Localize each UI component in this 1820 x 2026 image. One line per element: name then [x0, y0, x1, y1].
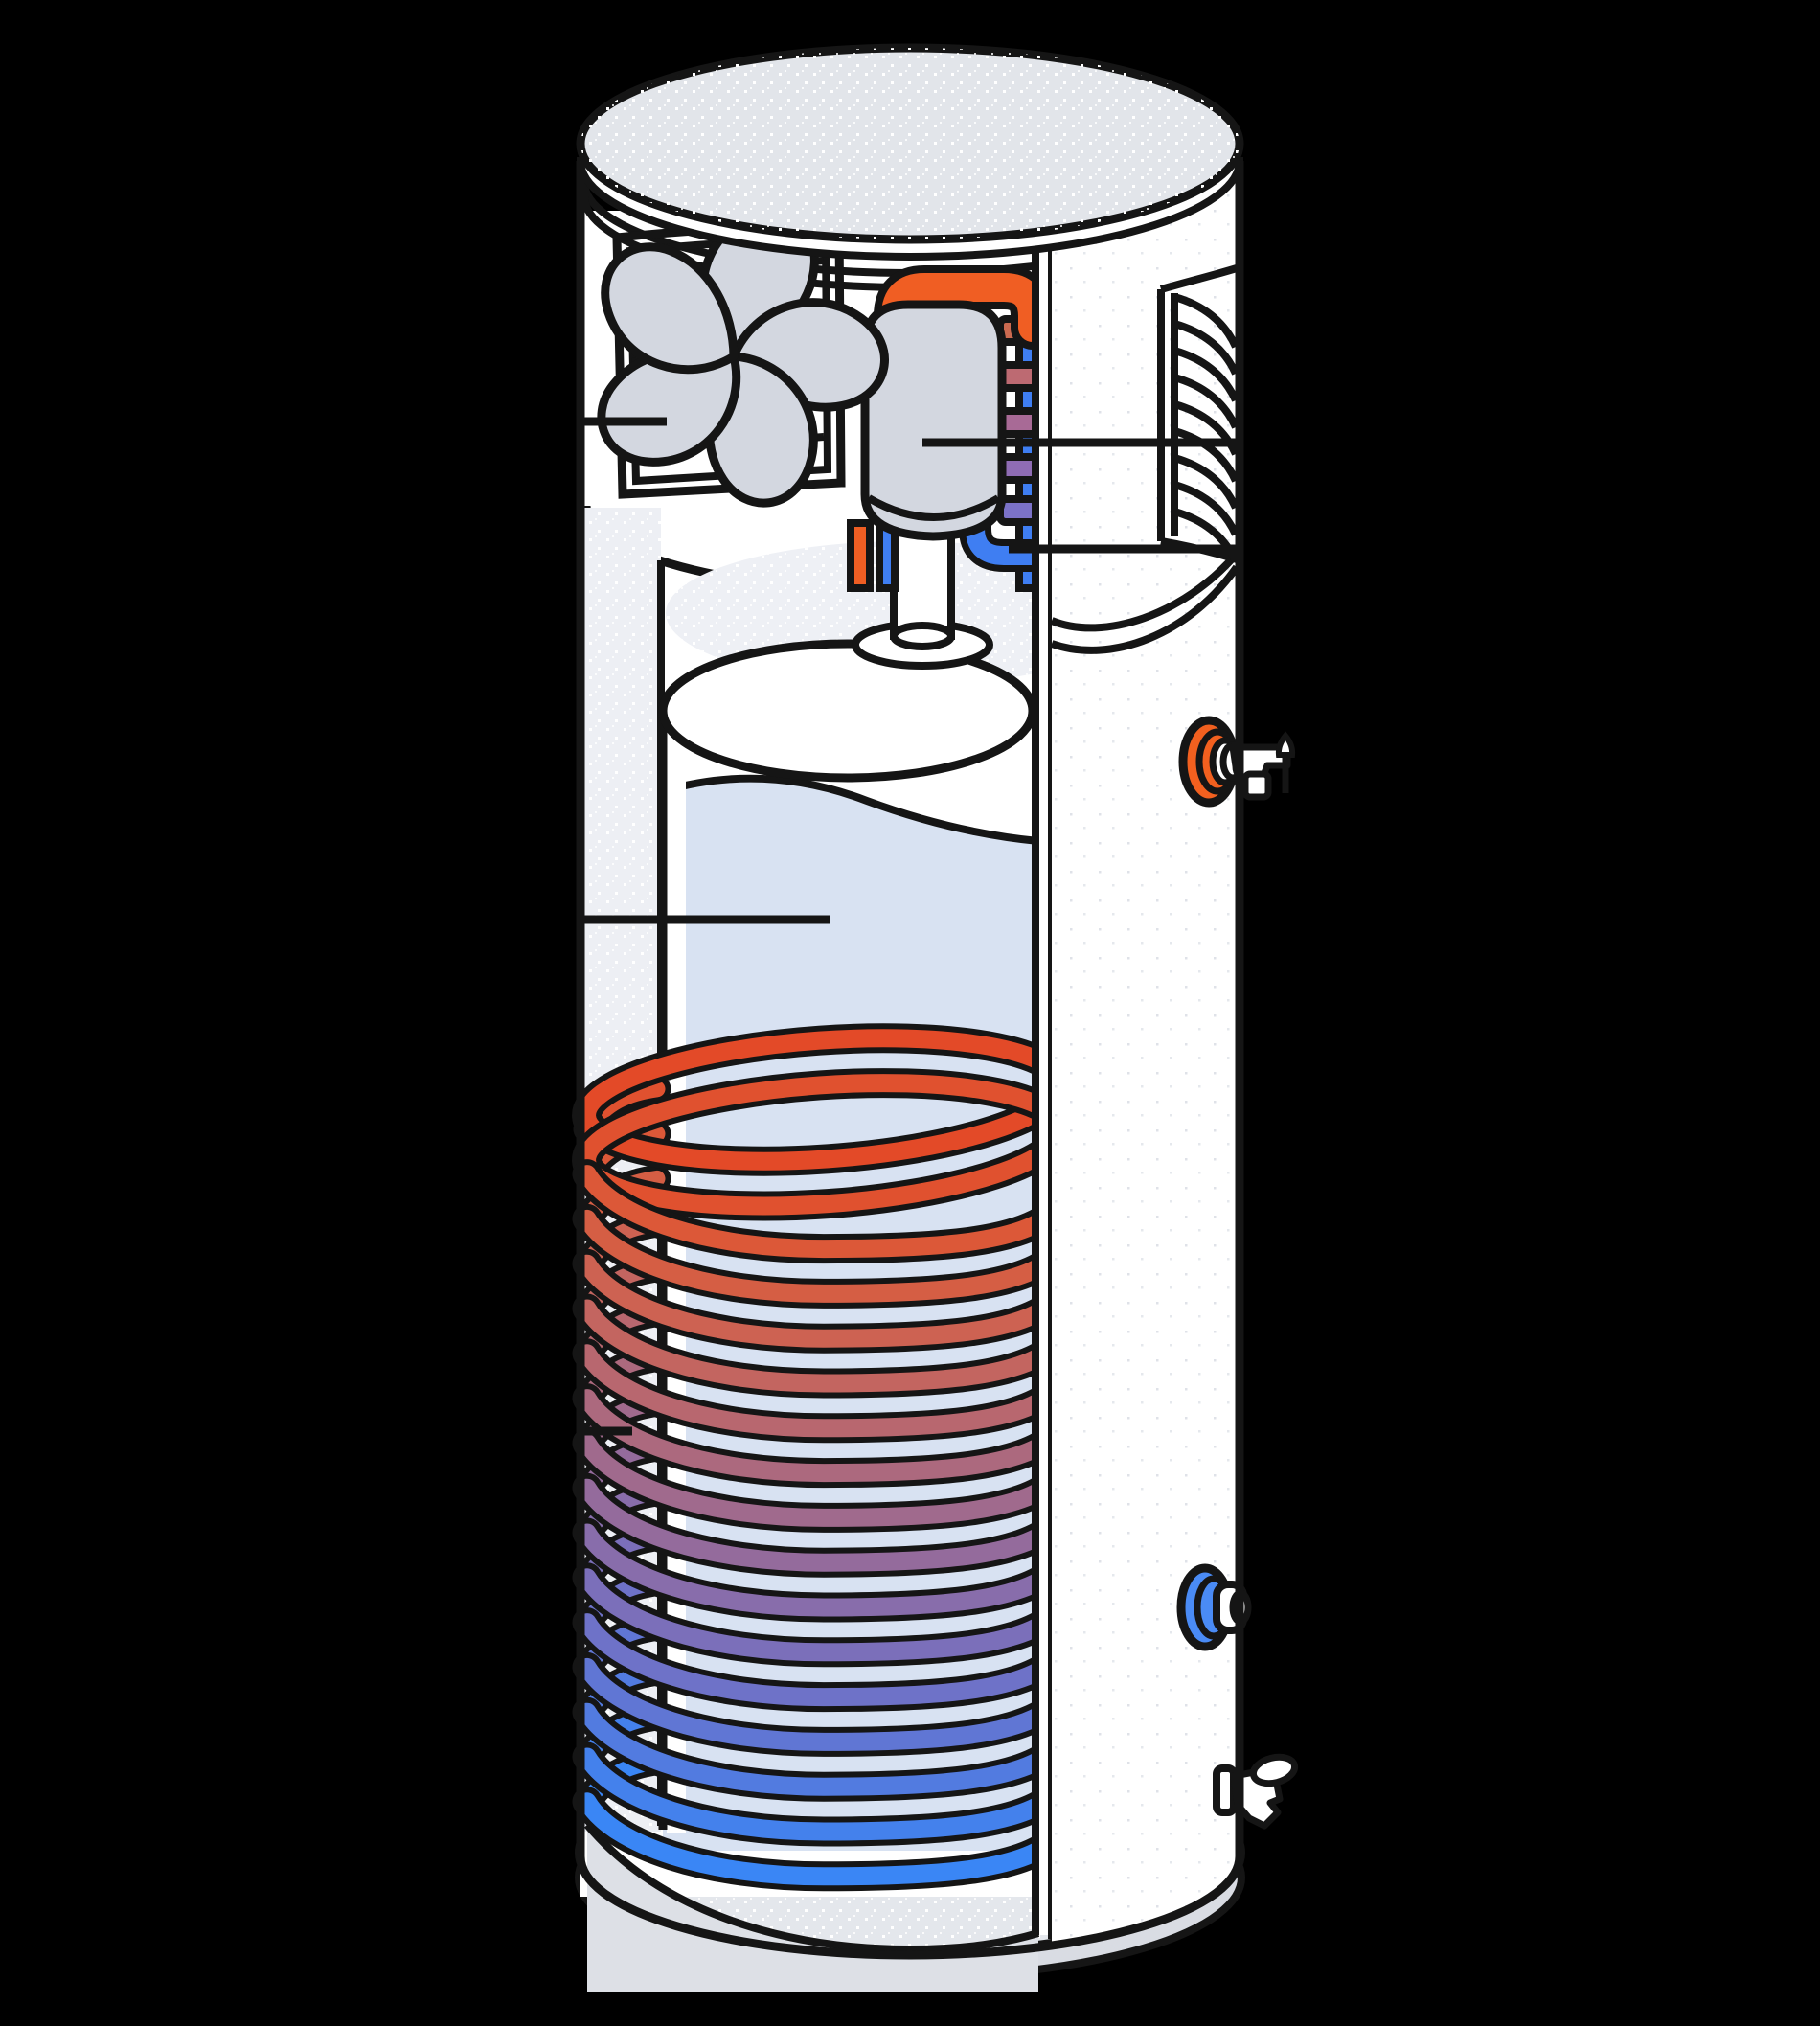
side-vent-slats — [1172, 293, 1240, 563]
compressor-bottom-seam — [866, 494, 1001, 521]
cutaway-interior — [572, 181, 1240, 1992]
inner-tank-top — [658, 639, 1037, 783]
compressor — [860, 300, 1007, 541]
orange-pipe-stub — [847, 519, 874, 592]
vent-frame-inner — [626, 234, 832, 486]
water-line — [661, 774, 1039, 845]
shell-seam-1 — [1050, 551, 1240, 632]
cut-wall — [1032, 230, 1056, 1939]
compressor-pedestal — [890, 525, 955, 650]
callout-lines — [579, 417, 1239, 1436]
base-front-edge — [583, 1822, 1040, 1954]
shell-seam-2 — [1050, 564, 1240, 654]
tank-lid — [576, 43, 1244, 261]
side-vent — [1157, 264, 1240, 563]
right-shell — [1035, 177, 1299, 1946]
shell-outline — [576, 161, 1244, 1960]
